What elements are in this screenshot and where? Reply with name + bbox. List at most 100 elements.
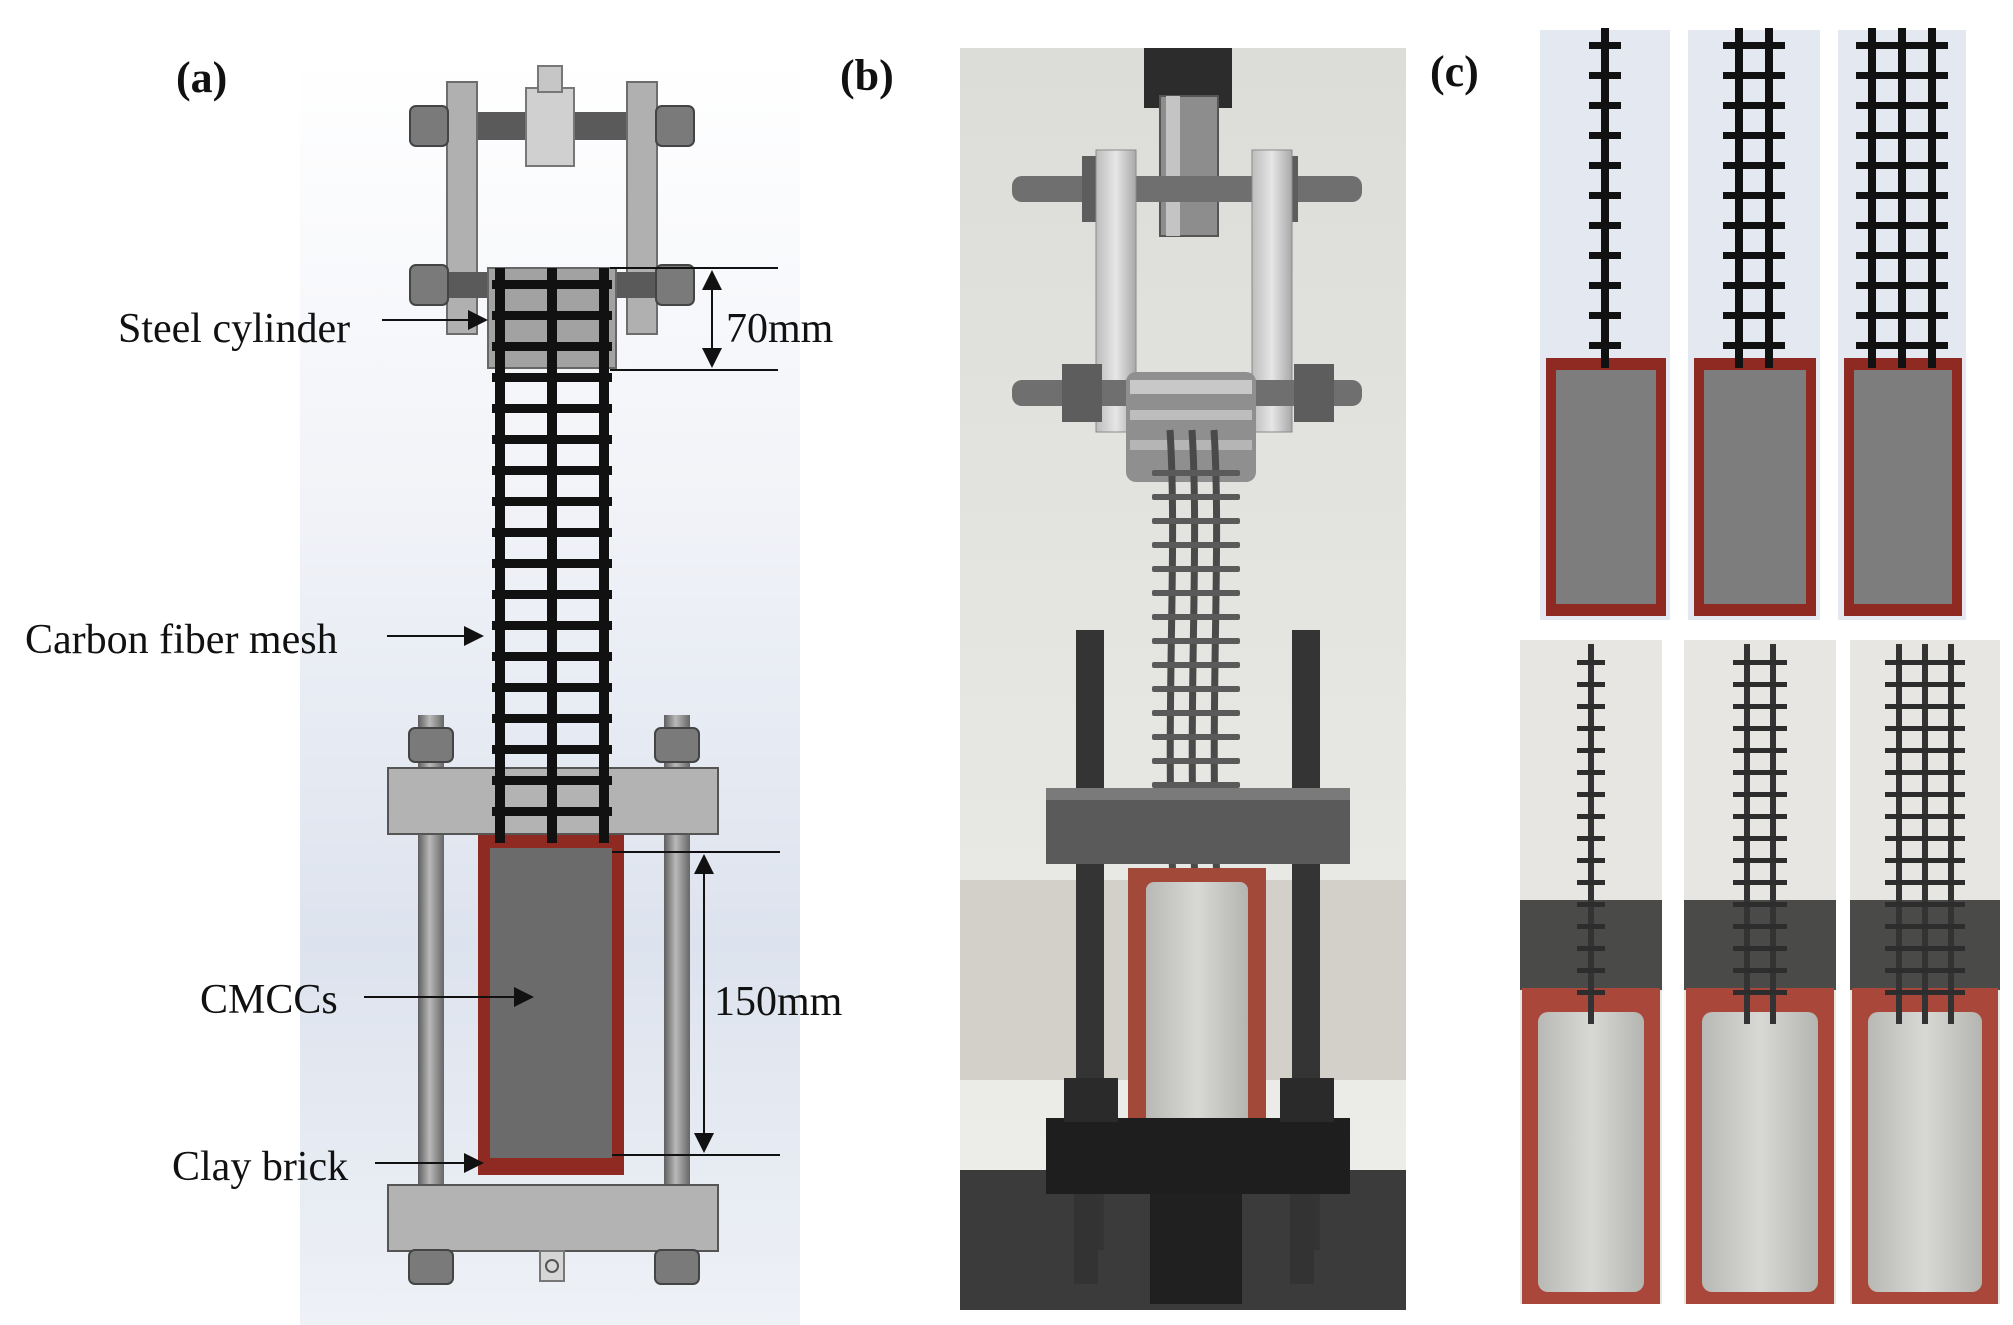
mesh-crossbar [492, 342, 612, 351]
variant-mesh-crossbar [1856, 252, 1948, 259]
photo-variant-crossbar [1885, 748, 1965, 753]
photo-variant-crossbar [1577, 814, 1605, 819]
variant-mesh-crossbar [1856, 42, 1948, 49]
variant-mesh-crossbar [1589, 162, 1621, 169]
variant-cmcc [1854, 370, 1952, 604]
mesh-crossbar [492, 497, 612, 506]
variant-mesh-crossbar [1589, 252, 1621, 259]
panel-label-c: (c) [1430, 47, 1479, 96]
photo-variant-crossbar [1885, 902, 1965, 907]
photo-variant-crossbar [1733, 748, 1787, 753]
photo-mesh-crossbar [1152, 614, 1240, 620]
photo-variant-strand [1896, 644, 1902, 1024]
photo-variant-crossbar [1885, 792, 1965, 797]
photo-variant-crossbar [1885, 814, 1965, 819]
photo-variant-crossbar [1577, 990, 1605, 995]
dimension-70mm: 70mm [726, 306, 834, 352]
photo-variant-concrete [1702, 1012, 1818, 1292]
photo-variant-crossbar [1733, 770, 1787, 775]
variant-mesh-crossbar [1589, 192, 1621, 199]
photo-variant-crossbar [1577, 946, 1605, 951]
photo-variant-crossbar [1733, 880, 1787, 885]
photo-mesh-crossbar [1152, 662, 1240, 668]
variant-mesh-crossbar [1589, 72, 1621, 79]
label-steel-cylinder: Steel cylinder [118, 306, 350, 352]
photo-variant-crossbar [1733, 924, 1787, 929]
variant-mesh-crossbar [1723, 162, 1785, 169]
mesh-crossbar [492, 621, 612, 630]
variant-mesh-crossbar [1856, 222, 1948, 229]
cmcc-block [490, 848, 612, 1158]
variant-mesh-crossbar [1856, 102, 1948, 109]
mesh-crossbar [492, 311, 612, 320]
photo-variant-crossbar [1733, 990, 1787, 995]
label-clay-brick: Clay brick [172, 1144, 348, 1190]
photo-variant-crossbar [1733, 814, 1787, 819]
panel-label-a: (a) [176, 53, 227, 102]
photo-variant-crossbar [1885, 946, 1965, 951]
mesh-crossbar [492, 404, 612, 413]
mesh-crossbar [492, 559, 612, 568]
mesh-strand [599, 268, 609, 843]
photo-variant-crossbar [1733, 660, 1787, 665]
variant-mesh-crossbar [1723, 132, 1785, 139]
photo-mesh [1152, 429, 1240, 901]
mesh-strand [495, 268, 505, 843]
photo-variant-crossbar [1885, 880, 1965, 885]
top-shackle [409, 65, 695, 335]
variant-mesh-crossbar [1589, 132, 1621, 139]
photo-variant-crossbar [1577, 858, 1605, 863]
photo-variant-crossbar [1577, 660, 1605, 665]
photo-variant-strand [1948, 644, 1954, 1024]
photo-variant-strand [1588, 644, 1594, 1024]
variant-mesh-crossbar [1723, 252, 1785, 259]
photo-mesh-crossbar [1152, 734, 1240, 740]
variant-mesh-crossbar [1856, 72, 1948, 79]
photo-variant-crossbar [1885, 968, 1965, 973]
photo-variant-strand [1770, 644, 1776, 1024]
mesh-crossbar [492, 373, 612, 382]
photo-mesh-crossbar [1152, 590, 1240, 596]
photo-variant-crossbar [1885, 770, 1965, 775]
dimension-lines [610, 267, 780, 1156]
variant-mesh-crossbar [1589, 282, 1621, 289]
variant-mesh-crossbar [1723, 102, 1785, 109]
bottom-fixture [387, 715, 719, 1285]
variant-mesh-crossbar [1589, 102, 1621, 109]
photo-variant-crossbar [1885, 990, 1965, 995]
carbon-fiber-mesh [492, 268, 612, 843]
photo-variant-crossbar [1733, 858, 1787, 863]
variant-cmcc [1556, 370, 1656, 604]
label-carbon-fiber-mesh: Carbon fiber mesh [25, 617, 338, 663]
panel-label-b: (b) [840, 51, 894, 100]
variant-mesh-crossbar [1856, 312, 1948, 319]
photo-variant-crossbar [1577, 682, 1605, 687]
mesh-crossbar [492, 714, 612, 723]
variant-mesh-crossbar [1589, 342, 1621, 349]
photo-mesh-crossbar [1152, 470, 1240, 476]
photo-variant-crossbar [1577, 902, 1605, 907]
photo-variant-crossbar [1577, 704, 1605, 709]
photo-variant-crossbar [1577, 924, 1605, 929]
photo-mesh-crossbar [1152, 782, 1240, 788]
photo-variant-concrete [1868, 1012, 1982, 1292]
variant-mesh-crossbar [1589, 312, 1621, 319]
photo-variant-crossbar [1577, 726, 1605, 731]
photo-variant-crossbar [1733, 836, 1787, 841]
mesh-crossbar [492, 652, 612, 661]
label-cmccs: CMCCs [200, 977, 338, 1023]
photo-mesh-crossbar [1152, 518, 1240, 524]
photo-variant-bench [1684, 900, 1836, 990]
variant-mesh-crossbar [1723, 312, 1785, 319]
variant-mesh-crossbar [1856, 282, 1948, 289]
photo-mesh-crossbar [1152, 638, 1240, 644]
photo-variant-crossbar [1885, 660, 1965, 665]
photo-variant-crossbar [1577, 836, 1605, 841]
mesh-crossbar [492, 435, 612, 444]
photo-variant-crossbar [1885, 836, 1965, 841]
variant-mesh-crossbar [1723, 282, 1785, 289]
variant-mesh-crossbar [1589, 222, 1621, 229]
photo-variant-crossbar [1885, 682, 1965, 687]
mesh-crossbar [492, 280, 612, 289]
